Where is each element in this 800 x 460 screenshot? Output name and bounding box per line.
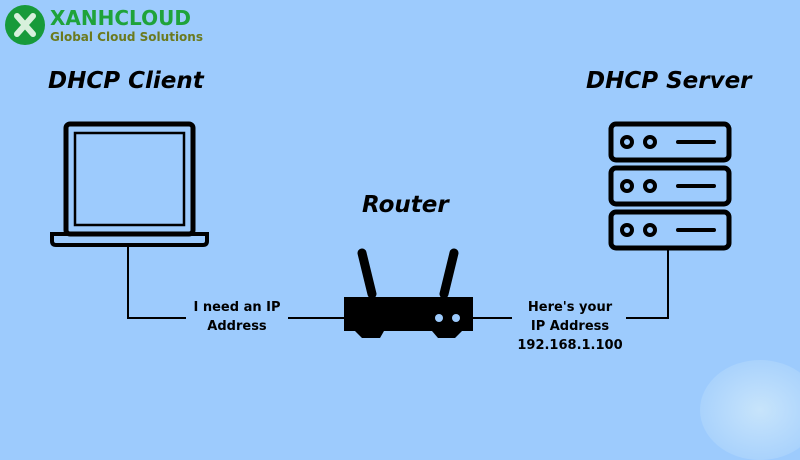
client-title: DHCP Client <box>48 68 204 94</box>
connection-lines <box>127 246 669 319</box>
router-title: Router <box>362 192 449 218</box>
request-line-2: Address <box>207 319 267 334</box>
request-line-1: I need an IP <box>193 300 281 315</box>
xanhcloud-logo-icon <box>4 4 46 46</box>
response-line-2: IP Address <box>530 319 610 334</box>
request-message: I need an IP Address <box>178 298 296 336</box>
logo-name: XANHCLOUD <box>50 6 191 30</box>
response-ip-address: 192.168.1.100 <box>517 338 623 353</box>
server-title: DHCP Server <box>586 68 752 94</box>
server-icon <box>608 121 732 251</box>
router-icon <box>344 248 473 338</box>
response-line-1: Here's your <box>527 300 613 315</box>
laptop-icon <box>50 121 209 247</box>
logo-tagline: Global Cloud Solutions <box>50 30 203 44</box>
response-message: Here's your IP Address 192.168.1.100 <box>510 298 630 355</box>
